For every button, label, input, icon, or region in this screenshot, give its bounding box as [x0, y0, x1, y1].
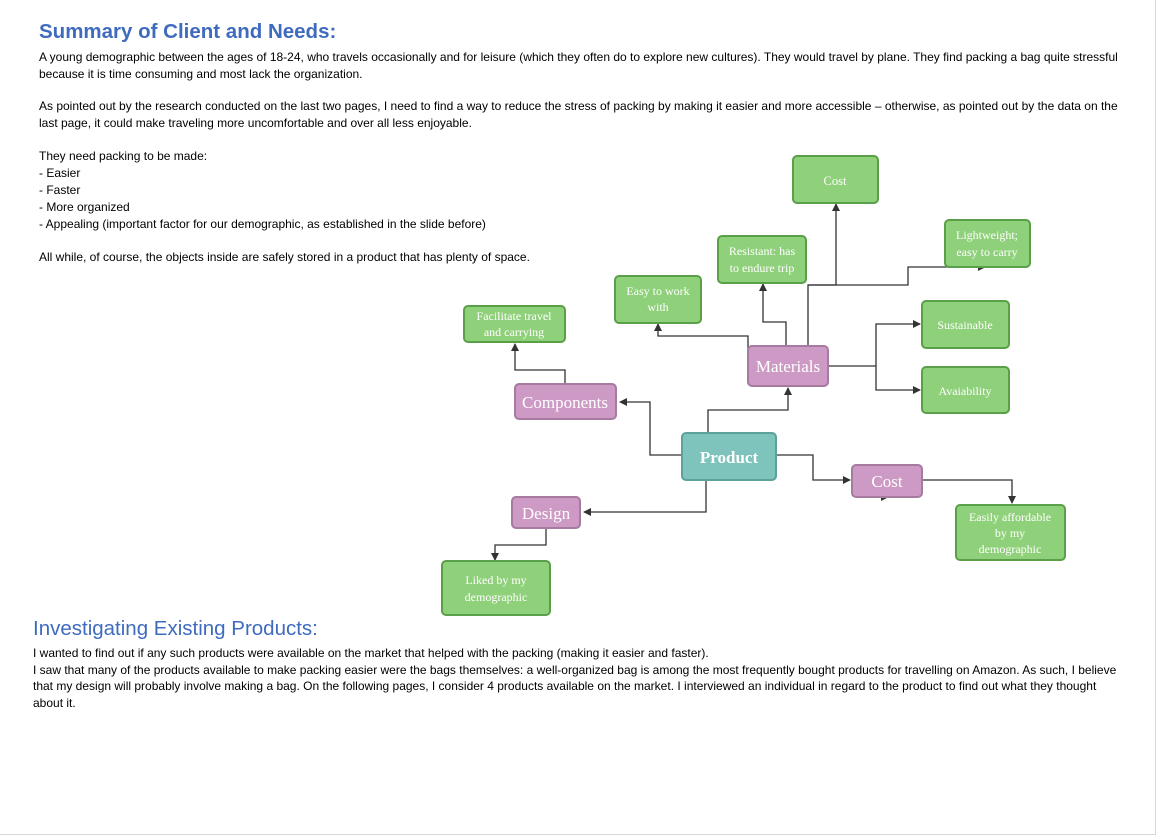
research-paragraph: As pointed out by the research conducted… [39, 99, 1118, 130]
need-item: - More organized [39, 200, 130, 214]
node-facilitate-line1: Facilitate travel [477, 309, 553, 323]
investigating-text: I wanted to find out if any such product… [33, 645, 1123, 711]
node-components-label: Components [522, 393, 608, 412]
node-easy-to-work-line2: with [647, 300, 668, 314]
node-liked-line2: demographic [465, 590, 528, 604]
node-cost-top-label: Cost [824, 174, 847, 188]
node-lightweight: Lightweight; easy to carry [944, 219, 1031, 268]
node-affordable-line3: demographic [979, 542, 1042, 556]
node-sustainable-label: Sustainable [937, 318, 992, 332]
node-materials: Materials [747, 345, 829, 387]
node-product: Product [681, 432, 777, 481]
connectors [491, 203, 1016, 561]
node-availability: Avaiability [921, 366, 1010, 414]
node-product-label: Product [700, 448, 759, 467]
node-cost: Cost [851, 464, 923, 498]
node-availability-label: Avaiability [938, 384, 991, 398]
need-item: - Faster [39, 183, 81, 197]
investigating-heading: Investigating Existing Products: [33, 617, 318, 640]
node-resistant-line2: to endure trip [730, 261, 795, 275]
node-cost-top: Cost [792, 155, 879, 204]
node-cost-label: Cost [871, 472, 902, 491]
node-components: Components [514, 383, 617, 420]
need-item: - Easier [39, 166, 81, 180]
node-design: Design [511, 496, 581, 529]
node-liked: Liked by my demographic [441, 560, 551, 616]
node-resistant: Resistant: has to endure trip [717, 235, 807, 284]
client-description: A young demographic between the ages of … [39, 50, 1118, 81]
node-facilitate: Facilitate travel and carrying [463, 305, 566, 343]
investigating-para1: I wanted to find out if any such product… [33, 646, 709, 660]
storage-paragraph: All while, of course, the objects inside… [39, 250, 530, 264]
node-materials-label: Materials [756, 357, 820, 376]
node-lightweight-line1: Lightweight; [956, 228, 1018, 242]
node-design-label: Design [522, 504, 571, 523]
node-resistant-line1: Resistant: has [729, 244, 796, 258]
need-item: - Appealing (important factor for our de… [39, 217, 486, 231]
node-easy-to-work-line1: Easy to work [626, 284, 689, 298]
node-facilitate-line2: and carrying [484, 325, 544, 339]
node-affordable-line1: Easily affordable [969, 510, 1051, 524]
node-lightweight-line2: easy to carry [956, 245, 1017, 259]
investigating-para2: I saw that many of the products availabl… [33, 662, 1117, 710]
node-liked-line1: Liked by my [465, 573, 526, 587]
node-sustainable: Sustainable [921, 300, 1010, 349]
needs-intro: They need packing to be made: [39, 149, 208, 163]
summary-heading: Summary of Client and Needs: [39, 20, 337, 43]
node-affordable: Easily affordable by my demographic [955, 504, 1066, 561]
needs-list: They need packing to be made: - Easier -… [39, 148, 599, 233]
node-affordable-line2: by my [995, 526, 1025, 540]
node-easy-to-work: Easy to work with [614, 275, 702, 324]
